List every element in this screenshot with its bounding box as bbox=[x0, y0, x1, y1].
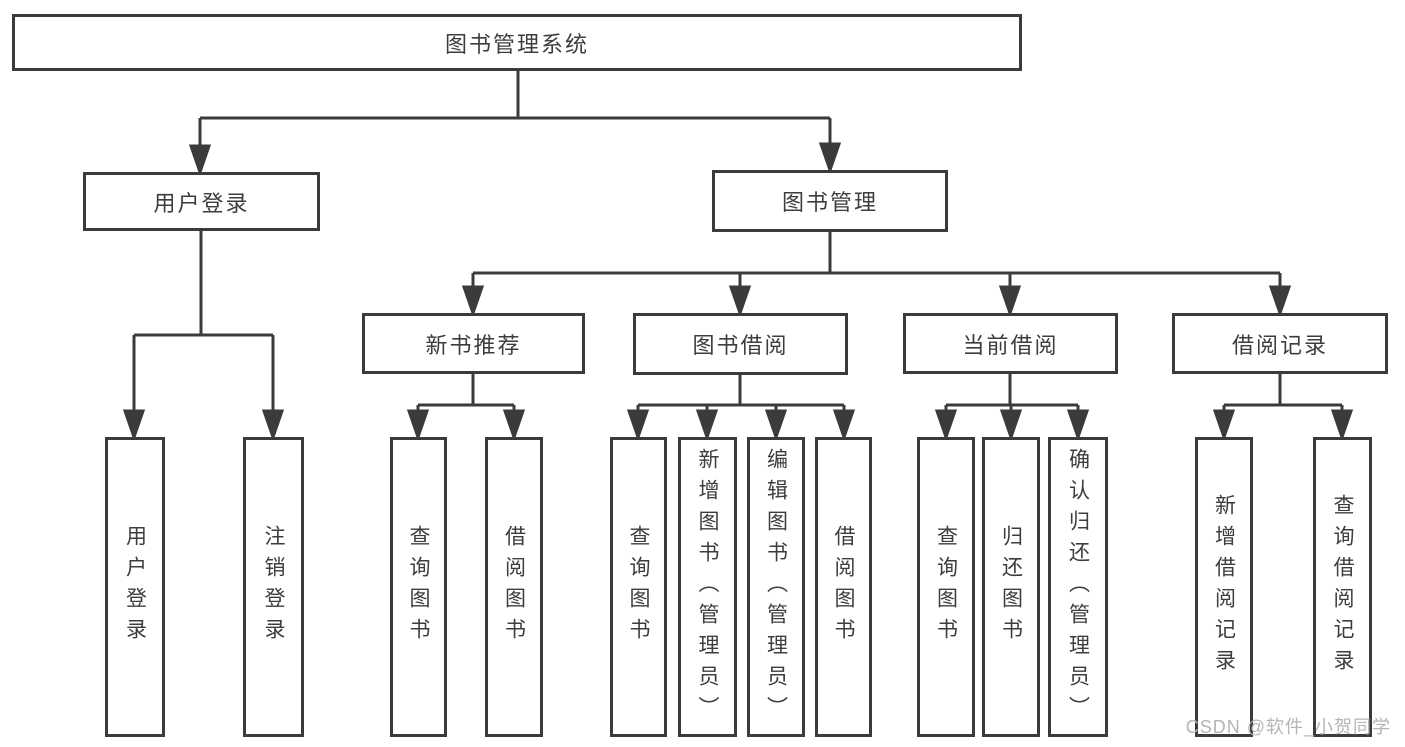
node-leaf-query-books-3: 查询图书 bbox=[917, 437, 975, 737]
node-leaf-add-books-admin: 新增图书（管理员） bbox=[678, 437, 737, 737]
node-leaf-return-books: 归还图书 bbox=[982, 437, 1040, 737]
node-label: 编辑图书（管理员） bbox=[764, 447, 788, 727]
arrowhead bbox=[1330, 409, 1354, 442]
node-current-borrow: 当前借阅 bbox=[903, 313, 1118, 374]
arrowhead bbox=[818, 142, 842, 175]
node-leaf-add-borrow-record: 新增借阅记录 bbox=[1195, 437, 1253, 737]
arrowhead bbox=[1268, 285, 1292, 318]
arrowhead bbox=[188, 144, 212, 177]
node-label: 注销登录 bbox=[262, 525, 285, 649]
node-label: 查询图书 bbox=[627, 525, 650, 649]
node-label: 查询图书 bbox=[934, 525, 958, 649]
arrowhead bbox=[502, 409, 526, 442]
node-leaf-user-login: 用户登录 bbox=[105, 437, 165, 737]
connector-book-borrow bbox=[626, 375, 856, 442]
node-leaf-confirm-return-admin: 确认归还（管理员） bbox=[1048, 437, 1108, 737]
node-label: 用户登录 bbox=[153, 190, 250, 216]
node-leaf-query-books-1: 查询图书 bbox=[390, 437, 447, 737]
arrowhead bbox=[406, 409, 430, 442]
node-leaf-borrow-books-2: 借阅图书 bbox=[815, 437, 872, 737]
connector-current-borrow bbox=[934, 374, 1090, 442]
arrowhead bbox=[461, 285, 485, 318]
node-label: 新增图书（管理员） bbox=[696, 447, 719, 727]
arrowhead bbox=[832, 409, 856, 442]
node-root-system: 图书管理系统 bbox=[12, 14, 1022, 71]
node-book-management: 图书管理 bbox=[712, 170, 948, 232]
node-label: 借阅图书 bbox=[832, 525, 855, 649]
node-label: 确认归还（管理员） bbox=[1066, 447, 1090, 727]
node-leaf-query-borrow-record: 查询借阅记录 bbox=[1313, 437, 1372, 737]
connector-root bbox=[188, 70, 842, 177]
node-leaf-query-books-2: 查询图书 bbox=[610, 437, 667, 737]
node-new-book-recommend: 新书推荐 bbox=[362, 313, 585, 374]
node-label: 借阅图书 bbox=[502, 525, 526, 649]
node-user-login: 用户登录 bbox=[83, 172, 320, 231]
arrowhead bbox=[1212, 409, 1236, 442]
arrowhead bbox=[728, 285, 752, 318]
node-label: 查询图书 bbox=[407, 525, 430, 649]
node-book-borrow: 图书借阅 bbox=[633, 313, 848, 375]
arrowhead bbox=[764, 409, 788, 442]
node-label: 借阅记录 bbox=[1231, 332, 1328, 358]
connector-book-management bbox=[461, 232, 1292, 318]
node-leaf-logout: 注销登录 bbox=[243, 437, 304, 737]
node-label: 新增借阅记录 bbox=[1212, 494, 1236, 680]
arrowhead bbox=[934, 409, 958, 442]
arrowhead bbox=[1066, 409, 1090, 442]
node-label: 图书借阅 bbox=[692, 333, 789, 358]
arrowhead bbox=[122, 409, 146, 442]
node-label: 归还图书 bbox=[999, 525, 1023, 649]
csdn-watermark: CSDN @软件_小贺同学 bbox=[1185, 717, 1391, 737]
node-borrow-records: 借阅记录 bbox=[1172, 313, 1388, 374]
connector-user-login bbox=[122, 230, 285, 442]
node-leaf-borrow-books-1: 借阅图书 bbox=[485, 437, 543, 737]
node-label: 用户登录 bbox=[123, 525, 147, 649]
arrowhead bbox=[261, 409, 285, 442]
node-leaf-edit-books-admin: 编辑图书（管理员） bbox=[747, 437, 805, 737]
connector-new-book bbox=[406, 374, 526, 442]
arrowhead bbox=[998, 285, 1022, 318]
node-label: 图书管理系统 bbox=[444, 31, 589, 57]
node-label: 查询借阅记录 bbox=[1331, 494, 1354, 680]
node-label: 图书管理 bbox=[781, 190, 878, 215]
node-label: 新书推荐 bbox=[425, 332, 522, 358]
connector-borrow-records bbox=[1212, 374, 1354, 442]
arrowhead bbox=[695, 409, 719, 442]
node-label: 当前借阅 bbox=[962, 332, 1059, 358]
arrowhead bbox=[626, 409, 650, 442]
arrowhead bbox=[999, 409, 1023, 442]
